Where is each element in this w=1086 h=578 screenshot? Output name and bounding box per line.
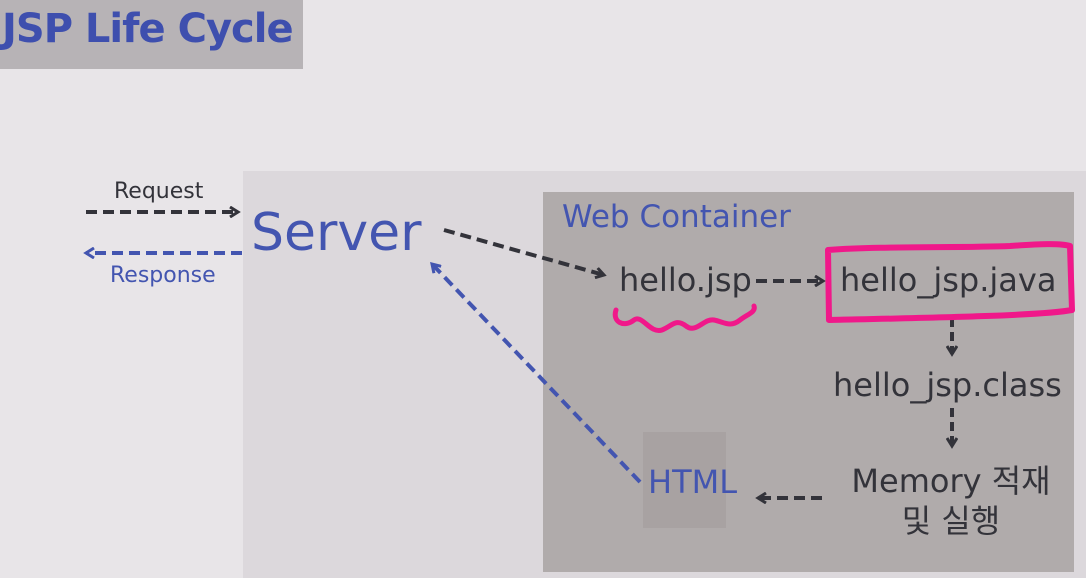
memory-line-2: 및 실행 (901, 502, 1001, 540)
server-to-jsp-arrow (443, 228, 604, 275)
page-title: JSP Life Cycle (2, 6, 294, 52)
html-to-server-arrow (432, 264, 642, 484)
jsp-underline-squiggle (612, 303, 757, 333)
response-label: Response (110, 263, 216, 288)
web-container-label: Web Container (562, 199, 791, 235)
java-file-label: hello_jsp.java (840, 261, 1057, 299)
jsp-file-label: hello.jsp (619, 261, 752, 299)
memory-execute-label: Memory 적재 및 실행 (820, 461, 1082, 541)
request-label: Request (114, 179, 204, 204)
html-shade (643, 432, 726, 528)
class-file-label: hello_jsp.class (833, 366, 1062, 404)
memory-line-1: Memory 적재 (851, 462, 1051, 500)
title-box: JSP Life Cycle (0, 0, 303, 69)
java-highlight-box (825, 241, 1075, 323)
html-label: HTML (648, 463, 738, 501)
web-container-box (543, 192, 1074, 572)
server-label: Server (251, 203, 422, 263)
